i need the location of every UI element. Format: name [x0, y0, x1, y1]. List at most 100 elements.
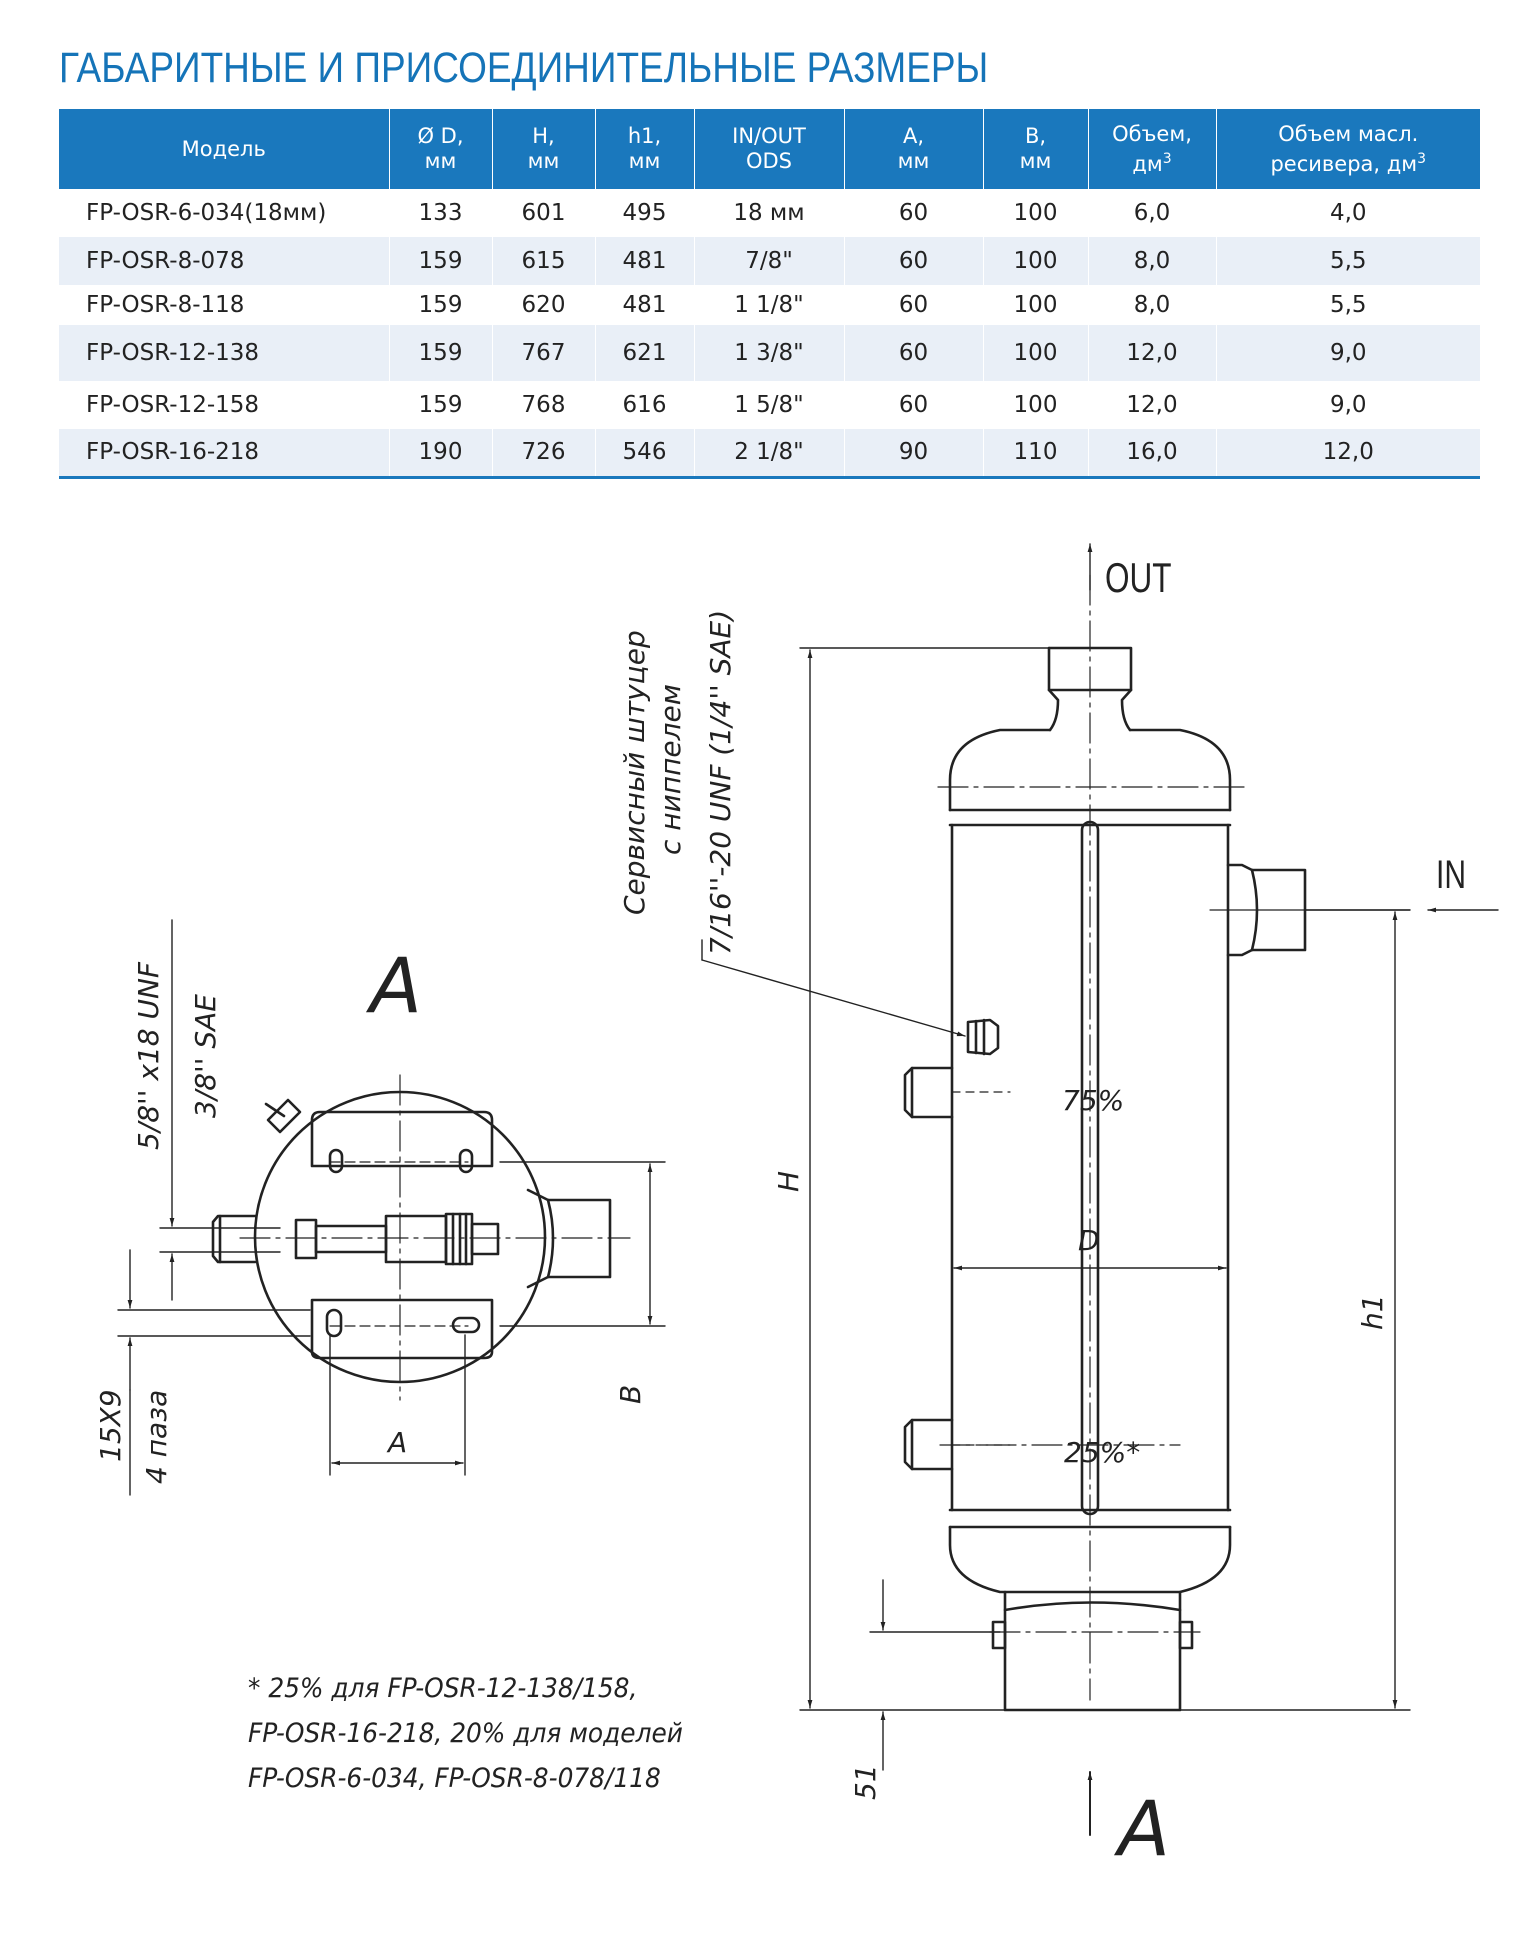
col-b: B,мм	[983, 109, 1089, 189]
dim-h-label: H	[772, 1171, 805, 1192]
table-cell: 5,5	[1329, 292, 1367, 318]
table-cell: 60	[844, 189, 984, 237]
service-fitting-label-2: с ниппелем	[654, 684, 687, 855]
service-fitting-label-3: 7/16''-20 UNF (1/4'' SAE)	[704, 610, 737, 955]
table-cell: 100	[983, 325, 1089, 381]
dim-d-label: D	[1078, 1224, 1100, 1257]
table-cell-model: FP-OSR-12-158	[59, 381, 390, 429]
dimension-lines	[701, 543, 1499, 1836]
table-cell: 621	[595, 325, 695, 381]
table-cell-model: FP-OSR-6-034(18мм)	[59, 189, 390, 237]
table-cell: 1 1/8"	[694, 285, 845, 325]
table-cell-model: FP-OSR-12-138	[59, 325, 390, 381]
view-a-label: A	[365, 941, 422, 1030]
table-cell: 5,5	[1216, 237, 1480, 285]
dim-h1-label: h1	[1356, 1294, 1389, 1330]
table-cell: 100	[983, 189, 1089, 237]
table-cell: 12,0	[1216, 429, 1480, 479]
vessel-side-view	[903, 574, 1411, 1712]
table-cell: 6,0	[1088, 189, 1217, 237]
col-h1: h1,мм	[595, 109, 695, 189]
section-a-view	[117, 919, 666, 1496]
table-cell: 546	[595, 429, 695, 479]
table-cell: 100	[983, 285, 1089, 325]
level-25-label: 25%*	[1064, 1436, 1140, 1469]
table-cell: 12,0	[1088, 381, 1217, 429]
table-cell-model: FP-OSR-16-218	[59, 429, 390, 479]
dim-a-label: A	[386, 1426, 407, 1459]
table-cell: 12,0	[1088, 325, 1217, 381]
table-cell: 159	[389, 237, 493, 285]
table-cell: 18 мм	[694, 189, 845, 237]
table-cell: 100	[983, 381, 1089, 429]
level-75-label: 75%	[1062, 1084, 1124, 1117]
table-cell: 2 1/8"	[694, 429, 845, 479]
table-cell: 60	[844, 381, 984, 429]
table-cell: 767	[492, 325, 596, 381]
table-cell: 495	[595, 189, 695, 237]
table-cell: 7/8"	[694, 237, 845, 285]
table-cell: 4,0	[1329, 200, 1367, 226]
table-cell: 8,0	[1088, 285, 1217, 325]
table-cell: 159	[389, 381, 493, 429]
table-cell: 481	[595, 237, 695, 285]
dim-51-label: 51	[849, 1764, 882, 1800]
table-cell: 481	[595, 285, 695, 325]
table-cell: 9,0	[1329, 392, 1367, 418]
table-cell: 768	[492, 381, 596, 429]
table-cell: 9,0	[1216, 325, 1480, 381]
table-cell: 100	[983, 237, 1089, 285]
table-cell-model: FP-OSR-8-118	[59, 285, 390, 325]
sae-label: 3/8'' SAE	[189, 994, 222, 1118]
slot-count-label: 4 паза	[140, 1390, 173, 1484]
table-cell: 615	[492, 237, 596, 285]
col-volume: Объем,дм3	[1088, 109, 1217, 189]
col-oil-volume: Объем масл.ресивера, дм3	[1216, 109, 1480, 189]
table-cell: 60	[844, 285, 984, 325]
table-cell: 8,0	[1088, 237, 1217, 285]
table-cell: 133	[389, 189, 493, 237]
footnote-line-2: FP-OSR-16-218, 20% для моделей	[248, 1718, 683, 1749]
table-cell: 190	[389, 429, 493, 479]
col-h: H,мм	[492, 109, 596, 189]
col-d: Ø D,мм	[389, 109, 493, 189]
unf-label: 5/8'' x18 UNF	[132, 961, 165, 1150]
table-cell: 726	[492, 429, 596, 479]
table-cell: 616	[595, 381, 695, 429]
slot-size-label: 15X9	[94, 1389, 127, 1462]
footnote-line-1: * 25% для FP-OSR-12-138/158,	[248, 1673, 638, 1704]
table-cell: 60	[844, 237, 984, 285]
in-label: IN	[1436, 853, 1466, 897]
table-cell: 60	[844, 325, 984, 381]
table-cell: 601	[492, 189, 596, 237]
table-cell: 159	[389, 325, 493, 381]
out-label: OUT	[1105, 554, 1171, 602]
table-cell: 16,0	[1088, 429, 1217, 479]
table-cell: 620	[492, 285, 596, 325]
drawing-labels: OUT IN Сервисный штуцер с ниппелем 7/16'…	[94, 554, 1466, 1873]
service-fitting-label-1: Сервисный штуцер	[618, 630, 651, 915]
footnote: * 25% для FP-OSR-12-138/158, FP-OSR-16-2…	[248, 1666, 721, 1801]
col-model: Модель	[59, 109, 390, 189]
table-cell: 110	[983, 429, 1089, 479]
footnote-line-3: FP-OSR-6-034, FP-OSR-8-078/118	[248, 1763, 661, 1794]
dim-b-label: B	[614, 1385, 647, 1404]
col-a: A,мм	[844, 109, 984, 189]
table-cell: 1 5/8"	[694, 381, 845, 429]
table-cell-model: FP-OSR-8-078	[59, 237, 390, 285]
table-cell: 159	[389, 285, 493, 325]
table-cell: 90	[844, 429, 984, 479]
view-a-arrow-label: A	[1113, 1784, 1170, 1873]
table-cell: 1 3/8"	[694, 325, 845, 381]
page-title: ГАБАРИТНЫЕ И ПРИСОЕДИНИТЕЛЬНЫЕ РАЗМЕРЫ	[59, 44, 989, 92]
